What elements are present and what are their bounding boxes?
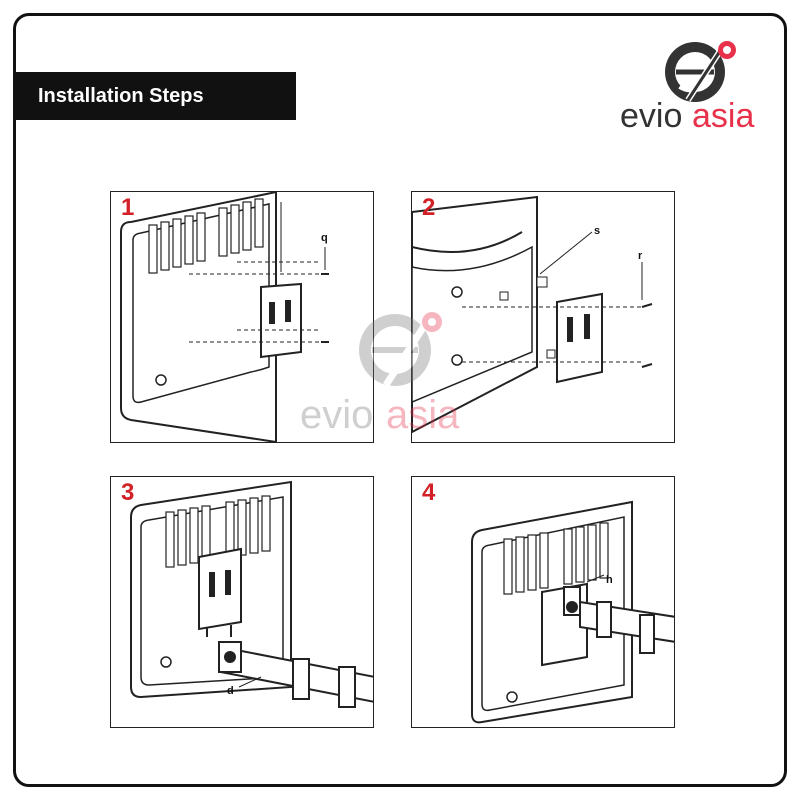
step-number-2: 2 <box>422 194 436 221</box>
vesa-plate <box>198 547 242 631</box>
callout-s: s <box>594 225 601 237</box>
callout-q: q <box>321 232 328 244</box>
step-4-illustration <box>471 500 674 724</box>
step-panel-4: 4 h <box>411 476 675 728</box>
step-panel-2: 2 s r <box>411 191 675 443</box>
callout-h: h <box>606 574 613 586</box>
vesa-plate <box>556 292 603 384</box>
logo-text-part2: asia <box>692 97 754 135</box>
step-3-illustration <box>130 480 373 708</box>
step-2-illustration <box>412 195 653 434</box>
callout-d: d <box>227 685 234 697</box>
step-number-3: 3 <box>121 479 135 506</box>
logo-text-part1: evio <box>620 97 682 135</box>
step-number-1: 1 <box>121 194 135 221</box>
outer-frame <box>13 13 787 787</box>
vesa-plate <box>260 282 302 359</box>
step-panel-1: 1 q <box>110 191 374 443</box>
evioasia-logo: evio asia <box>620 41 754 135</box>
spacer <box>536 276 548 288</box>
step-panel-3: 3 d <box>110 476 374 728</box>
banner-title: Installation Steps <box>38 85 204 107</box>
step-1-illustration <box>120 192 329 442</box>
section-banner: Installation Steps <box>16 72 296 120</box>
callout-r: r <box>638 250 643 262</box>
step-number-4: 4 <box>422 479 436 506</box>
